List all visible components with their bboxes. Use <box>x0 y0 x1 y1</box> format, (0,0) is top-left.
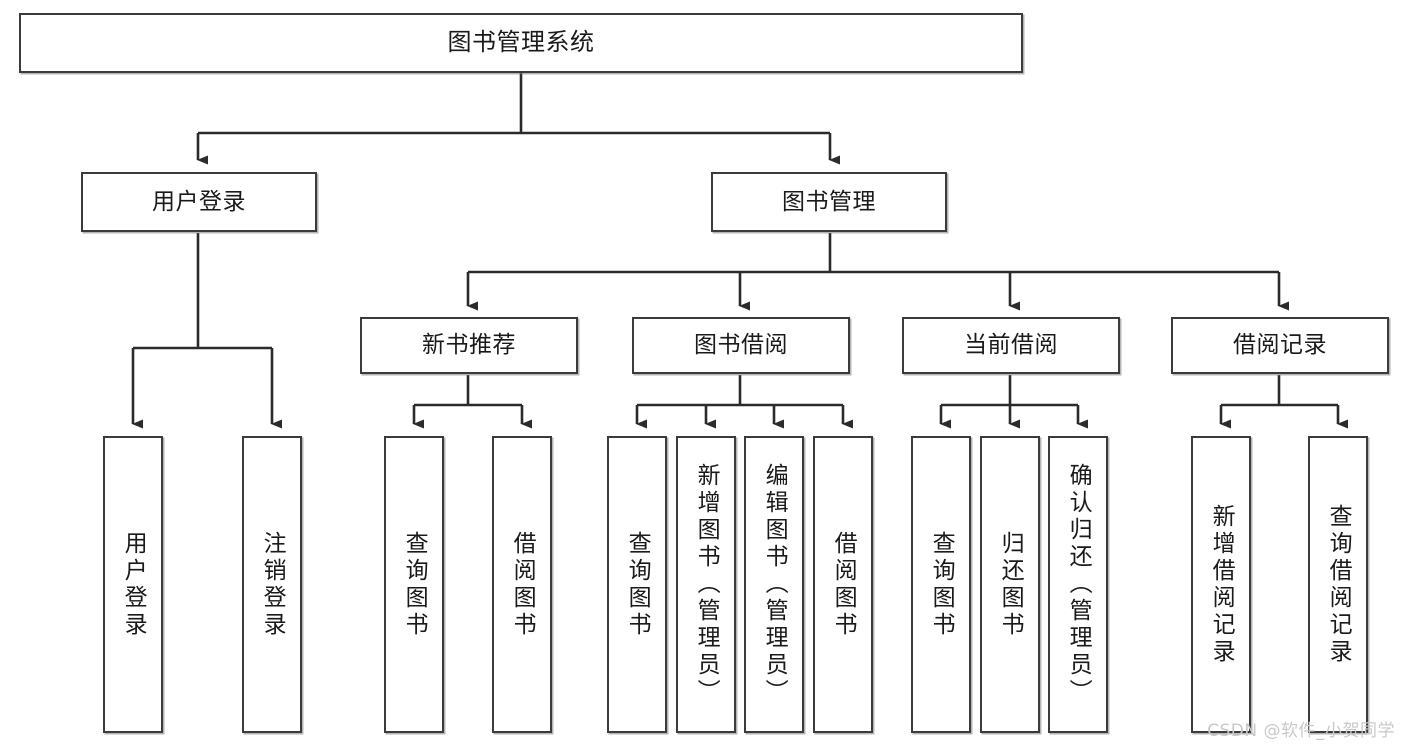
leaf-current-borrow-confirm-return[interactable]: 确认归还（管理员） <box>1048 436 1108 733</box>
leaf-current-borrow-query[interactable]: 查询图书 <box>911 436 971 733</box>
node-label: 新增借阅记录 <box>1208 503 1235 666</box>
node-label: 新增图书（管理员） <box>693 463 720 706</box>
node-label: 查询借阅记录 <box>1325 503 1352 666</box>
node-label: 查询图书 <box>928 530 955 639</box>
watermark-text: CSDN @软件_小贺同学 <box>1207 721 1395 741</box>
node-label: 图书借阅 <box>694 332 788 359</box>
leaf-user-login-login[interactable]: 用户登录 <box>103 436 163 733</box>
node-current-borrow[interactable]: 当前借阅 <box>902 317 1120 374</box>
leaf-book-borrow-add[interactable]: 新增图书（管理员） <box>676 436 736 733</box>
node-label: 编辑图书（管理员） <box>761 463 788 706</box>
leaf-new-book-borrow[interactable]: 借阅图书 <box>492 436 552 733</box>
node-label: 注销登录 <box>259 530 286 639</box>
node-label: 确认归还（管理员） <box>1065 463 1092 706</box>
leaf-book-borrow-edit[interactable]: 编辑图书（管理员） <box>744 436 804 733</box>
node-user-login[interactable]: 用户登录 <box>81 172 317 232</box>
leaf-user-login-logout[interactable]: 注销登录 <box>242 436 302 733</box>
node-root-book-management-system[interactable]: 图书管理系统 <box>19 13 1023 73</box>
node-label: 图书管理系统 <box>447 28 595 57</box>
node-label: 图书管理 <box>782 188 876 215</box>
leaf-book-borrow-borrow[interactable]: 借阅图书 <box>813 436 873 733</box>
node-label: 借阅记录 <box>1233 332 1327 359</box>
node-label: 用户登录 <box>120 530 147 639</box>
node-label: 新书推荐 <box>422 332 516 359</box>
leaf-borrow-record-add[interactable]: 新增借阅记录 <box>1191 436 1251 733</box>
node-book-management[interactable]: 图书管理 <box>711 172 947 232</box>
node-label: 查询图书 <box>624 530 651 639</box>
node-label: 用户登录 <box>152 188 246 215</box>
node-label: 借阅图书 <box>830 530 857 639</box>
node-label: 归还图书 <box>997 530 1024 639</box>
node-label: 当前借阅 <box>964 332 1058 359</box>
node-label: 借阅图书 <box>509 530 536 639</box>
leaf-borrow-record-query[interactable]: 查询借阅记录 <box>1308 436 1368 733</box>
leaf-book-borrow-query[interactable]: 查询图书 <box>607 436 667 733</box>
leaf-current-borrow-return[interactable]: 归还图书 <box>980 436 1040 733</box>
node-borrow-record[interactable]: 借阅记录 <box>1171 317 1389 374</box>
leaf-new-book-query[interactable]: 查询图书 <box>384 436 444 733</box>
node-new-book-recommend[interactable]: 新书推荐 <box>360 317 578 374</box>
node-label: 查询图书 <box>401 530 428 639</box>
node-book-borrow[interactable]: 图书借阅 <box>632 317 850 374</box>
